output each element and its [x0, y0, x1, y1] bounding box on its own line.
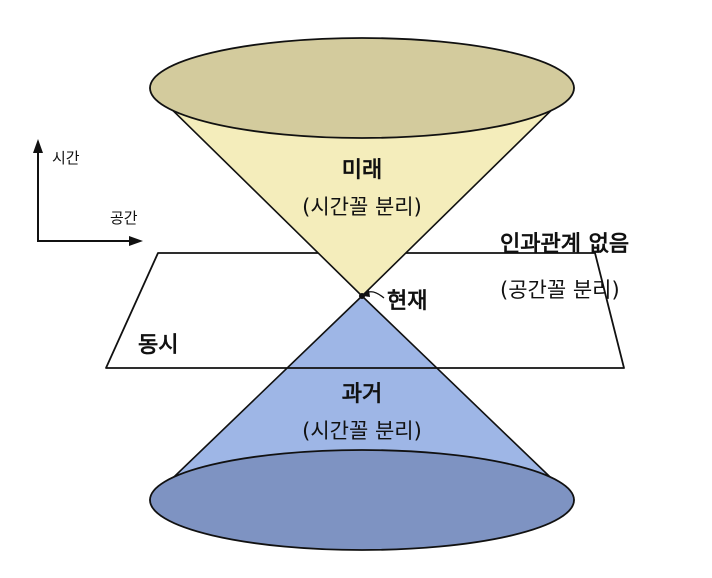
future-subtitle: (시간꼴 분리) — [302, 195, 422, 219]
past-subtitle: (시간꼴 분리) — [302, 419, 422, 443]
past-cone-base — [149, 449, 575, 551]
future-cone-rim — [149, 37, 575, 139]
time-axis-label: 시간 — [52, 149, 80, 167]
simultaneous-label: 동시 — [138, 333, 178, 358]
space-axis-label: 공간 — [110, 209, 138, 227]
space-axis-arrowhead — [129, 236, 143, 246]
future-title: 미래 — [342, 158, 382, 183]
present-point — [359, 293, 365, 299]
simultaneity-plane — [105, 252, 625, 369]
no-causality-title: 인과관계 없음 — [500, 232, 629, 257]
time-axis-arrowhead — [33, 139, 43, 153]
no-causality-subtitle: (공간꼴 분리) — [500, 278, 620, 302]
past-title: 과거 — [342, 382, 382, 407]
present-label: 현재 — [387, 289, 427, 314]
present-pointer-head — [363, 290, 370, 297]
